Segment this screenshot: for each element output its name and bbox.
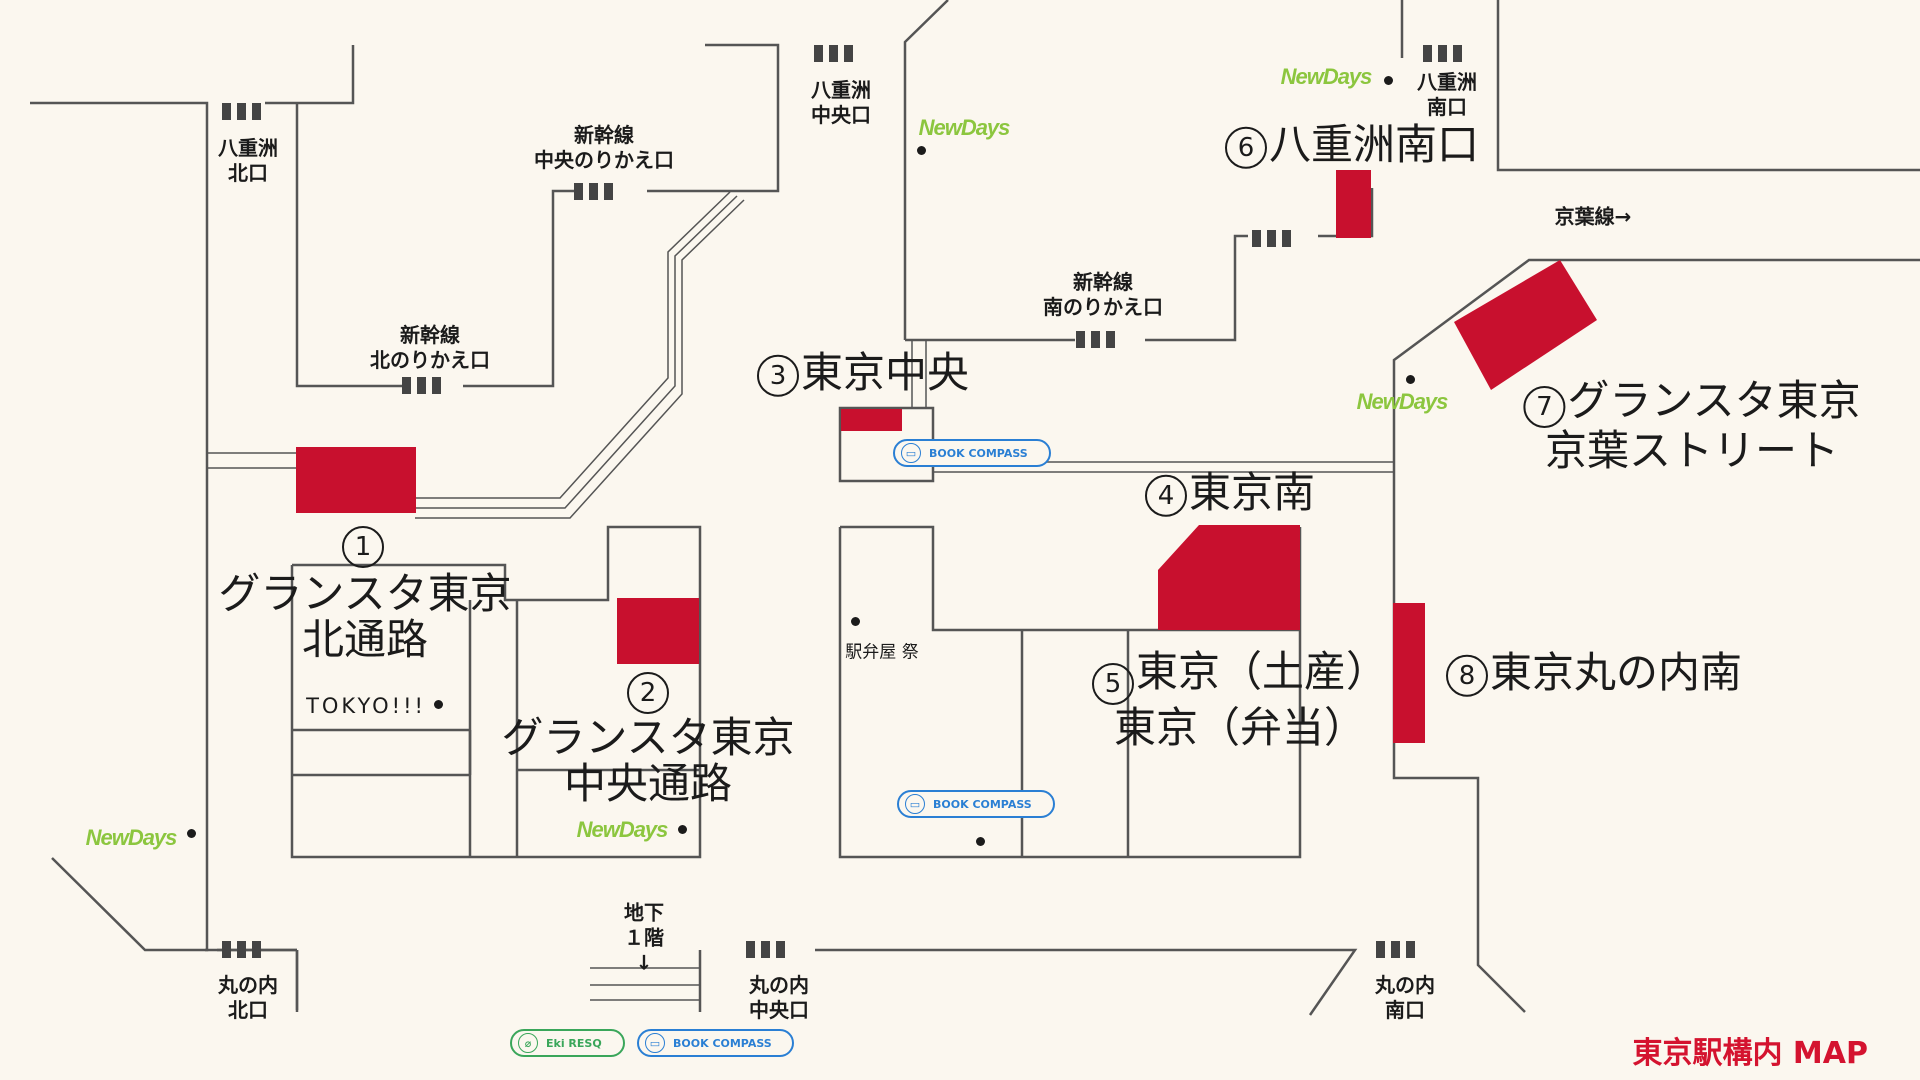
book-compass-badge[interactable]: ▭BOOK COMPASS [897,790,1055,818]
eki-resq-badge[interactable]: ⌀Eki RESQ [510,1029,625,1057]
bandage-icon: ⌀ [518,1033,538,1053]
ekibenya-label[interactable]: 駅弁屋 祭 [845,642,919,663]
gate-icon [814,45,853,62]
gate-label-yaesu-chuo: 八重洲 中央口 [811,78,871,127]
shop-marker [186,828,196,838]
book-icon: ▭ [905,794,925,814]
book-compass-badge[interactable]: ▭BOOK COMPASS [637,1029,794,1057]
shop-marker [1383,75,1393,85]
newdays-logo[interactable]: NewDays [1356,389,1449,414]
newdays-logo[interactable]: NewDays [85,825,178,850]
map-title: 東京駅構内 MAP [1632,1036,1868,1071]
gate-icon [402,377,441,394]
newdays-logo[interactable]: NewDays [576,817,669,842]
gate-label-marunouchi-kita: 丸の内 北口 [218,973,278,1022]
area-number-1: 1 [342,526,384,568]
gate-label-marunouchi-chuo: 丸の内 中央口 [749,973,809,1022]
area-number-2: 2 [627,672,669,714]
gate-icon [574,183,613,200]
gate-icon [222,103,261,120]
shop-marker [916,145,926,155]
newdays-logo[interactable]: NewDays [1280,64,1373,89]
shop-block-a2 [617,598,699,664]
book-icon: ▭ [645,1033,665,1053]
gate-icon [1423,45,1462,62]
gate-label-shinkansen-kita: 新幹線 北のりかえ口 [370,323,490,372]
shop-block-a7 [1454,260,1597,390]
shop-block-a8 [1393,603,1425,743]
tokyoiii-logo[interactable]: TOKYO!!! [306,694,426,718]
shop-block-a3 [841,409,902,431]
gate-icon [1252,230,1291,247]
gate-label-shinkansen-minami: 新幹線 南のりかえ口 [1043,270,1163,319]
shop-marker [975,836,985,846]
shop-block-a1 [296,447,416,513]
gate-label-keiyo: 京葉線→ [1554,204,1632,229]
west-wall [30,101,209,952]
shop-marker [1405,374,1415,384]
gate-icon [222,941,261,958]
newdays-logo[interactable]: NewDays [918,115,1011,140]
shop-marker [850,616,860,626]
shop-marker [677,824,687,834]
shop-block-a6 [1336,170,1371,238]
gate-label-chika: 地下 １階 ↓ [624,900,664,975]
book-icon: ▭ [901,443,921,463]
gate-label-yaesu-minami: 八重洲 南口 [1417,70,1477,119]
shop-marker [433,699,443,709]
shop-block-a5 [1158,525,1300,630]
area-label-2[interactable]: グランスタ東京 中央通路 [501,713,795,808]
gate-label-shinkansen-chuo: 新幹線 中央のりかえ口 [534,123,674,172]
book-compass-badge[interactable]: ▭BOOK COMPASS [893,439,1051,467]
gate-label-yaesu-kita: 八重洲 北口 [218,136,278,185]
gate-icon [1076,331,1115,348]
gate-label-marunouchi-minami: 丸の内 南口 [1375,973,1435,1022]
gate-icon [1376,941,1415,958]
gate-icon [746,941,785,958]
area-label-1[interactable]: グランスタ東京 北通路 [218,569,512,664]
